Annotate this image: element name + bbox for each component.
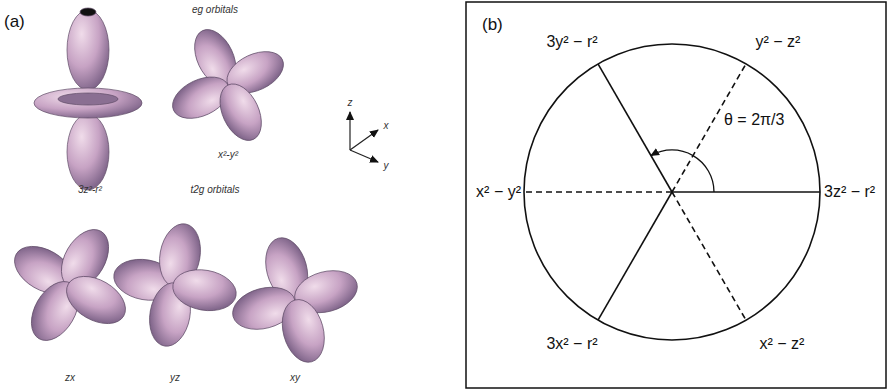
orbital-circle (524, 44, 820, 340)
orbital-name: x²-y² (218, 149, 238, 161)
orbital-lobe (67, 114, 109, 190)
panel-frame (466, 2, 886, 388)
orbital-name: x² − y² (476, 183, 521, 201)
orbital-lobe (67, 10, 109, 90)
orbital-lobe (170, 265, 240, 316)
orbital-torus (34, 88, 142, 118)
solid-ray (598, 192, 672, 320)
orbital-name: xy (290, 372, 300, 384)
z-axis (349, 112, 350, 150)
solid-ray (672, 191, 820, 193)
orbital-name: 3z² − r² (824, 183, 875, 201)
orbital-name: x² − z² (760, 335, 805, 353)
panel-letter: (b) (482, 15, 503, 35)
group-title: t2g orbitals (191, 184, 240, 196)
dashed-ray (524, 191, 672, 193)
orbital-name: 3z²-r² (78, 184, 102, 196)
angle-arc (651, 150, 714, 192)
orbital-name: y² − z² (756, 33, 801, 51)
lobe-cap (80, 8, 96, 16)
orbital-lobe (276, 295, 331, 367)
x-axis (350, 130, 378, 150)
orbital-name: yz (170, 372, 180, 384)
axis-label: y (384, 160, 389, 172)
orbital-lobe (212, 77, 270, 147)
solid-ray (598, 64, 672, 192)
y-axis (350, 150, 378, 162)
group-title: eg orbitals (192, 4, 238, 16)
orbital-name: zx (65, 372, 75, 384)
axis-label: x (384, 120, 389, 132)
angle-label: θ = 2π/3 (722, 111, 786, 129)
axis-label: z (348, 97, 353, 109)
orbital-name: 3y² − r² (546, 33, 597, 51)
orbital-name: 3x² − r² (546, 335, 597, 353)
torus-hole (58, 93, 118, 105)
panel-letter: (a) (4, 12, 25, 32)
dashed-ray (672, 192, 746, 320)
